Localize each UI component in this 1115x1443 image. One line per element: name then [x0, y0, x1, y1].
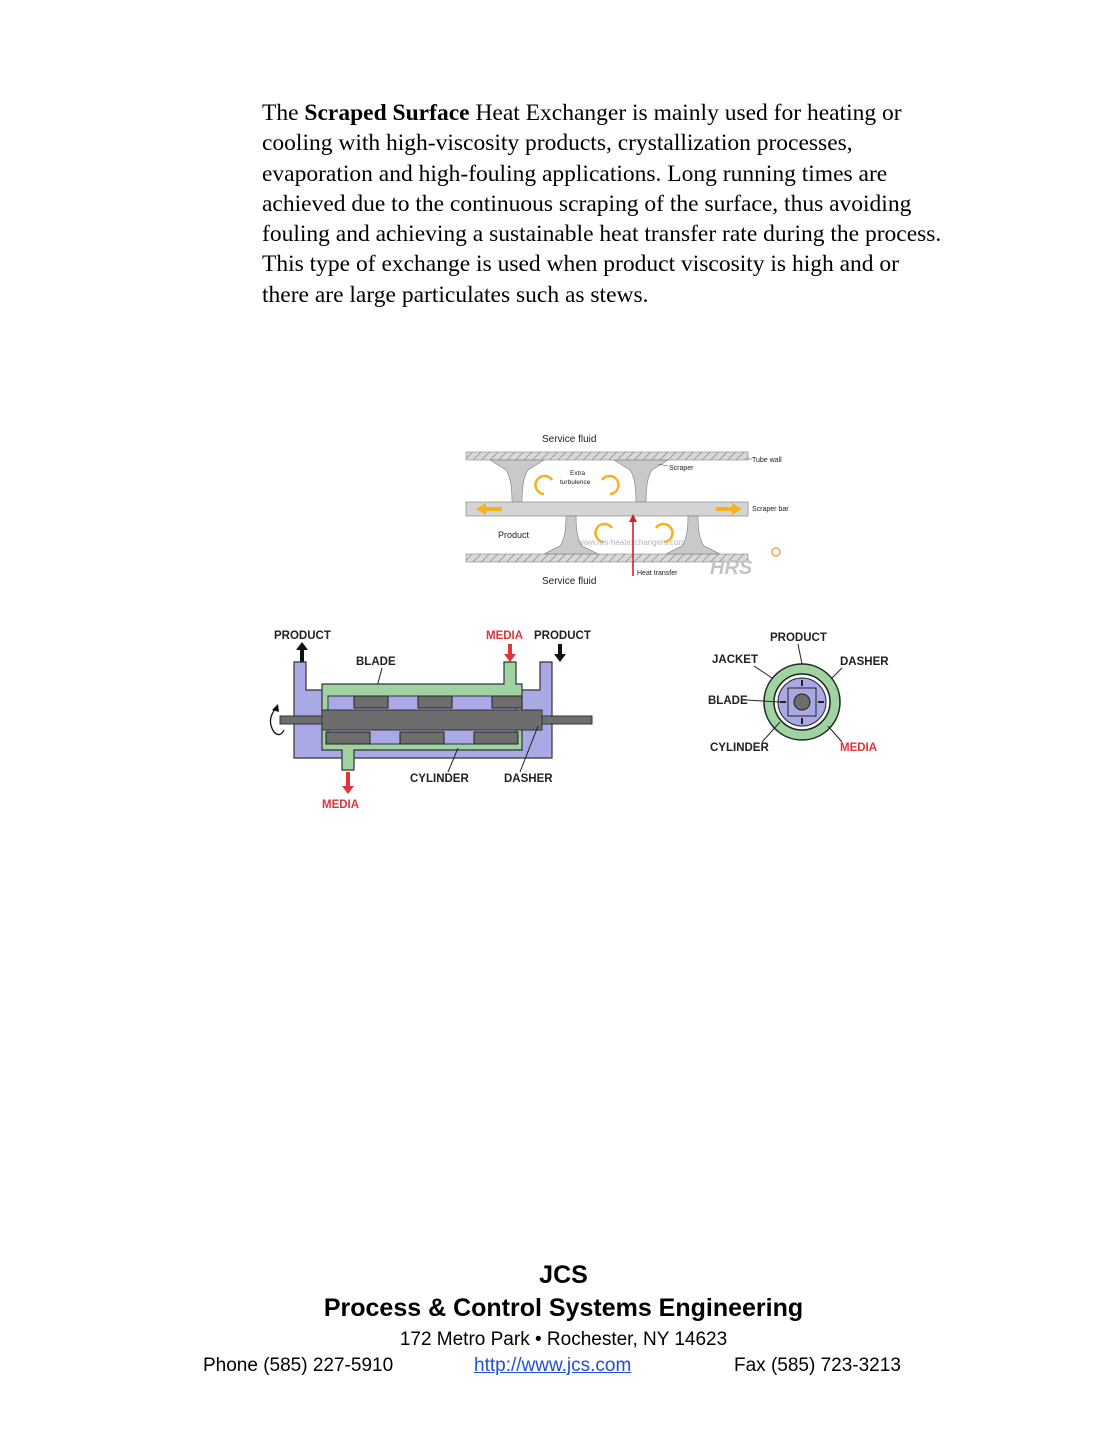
heat-transfer-arrowhead: [629, 514, 637, 522]
dasher-leader: [519, 725, 539, 773]
cross-blade-label: BLADE: [708, 695, 748, 707]
intro-body: Heat Exchanger is mainly used for heatin…: [262, 100, 942, 308]
media-out-arrow: [342, 772, 354, 794]
company-address: 172 Metro Park • Rochester, NY 14623: [399, 1329, 728, 1350]
blade-upper-3: [491, 695, 523, 709]
heat-transfer-label: Heat transfer: [637, 570, 678, 577]
blade-lower-2: [399, 731, 445, 745]
cross-blades: [780, 680, 824, 724]
blade-lower-1: [325, 731, 371, 745]
tube-wall-bottom: [465, 553, 749, 563]
extra-turbulence-label-2: turbulence: [560, 479, 591, 486]
contact-line: Phone (585) 227-5910 http://www.jcs.com …: [0, 1353, 1115, 1379]
cross-media-label: MEDIA: [840, 742, 877, 754]
cross-dasher-body: [787, 687, 817, 717]
scraper-bar-arrow-right: [716, 503, 742, 515]
cross-section-diagram: PRODUCT JACKET DASHER BLADE CYLINDER MED…: [708, 632, 889, 754]
cross-cylinder-leader: [761, 721, 781, 743]
turbulence-swirl-upper-right: [600, 474, 620, 496]
rotation-arrowhead-icon: [272, 704, 279, 712]
blade-label: BLADE: [356, 656, 396, 668]
blade-lower-3: [473, 731, 519, 745]
product-in-arrow: [554, 644, 566, 662]
cross-blade-leader: [745, 699, 781, 703]
scraper-lower-left: [543, 515, 599, 555]
extra-turbulence-label-1: Extra: [570, 470, 586, 477]
hrs-logo-ring: [771, 547, 781, 557]
product-in-label: PRODUCT: [534, 630, 591, 642]
cross-cylinder-label: CYLINDER: [710, 742, 769, 754]
service-fluid-top-label: Service fluid: [542, 434, 596, 445]
tube-wall-top: [465, 451, 749, 461]
cylinder-leader: [447, 747, 459, 773]
cylinder-label: CYLINDER: [410, 773, 469, 785]
hrs-logo: HRS: [710, 557, 753, 579]
blade-upper-2: [417, 695, 453, 709]
scraper-lower-right: [665, 515, 721, 555]
footer: JCS Process & Control Systems Engineerin…: [0, 1258, 1115, 1379]
turbulence-swirl-upper-left: [534, 474, 554, 496]
phone-number: Phone (585) 227-5910: [203, 1355, 394, 1376]
fax-number: Fax (585) 723-3213: [734, 1355, 901, 1376]
media-in-arrow: [504, 644, 516, 662]
cross-jacket-leader: [753, 665, 773, 679]
intro-paragraph: The Scraped Surface Heat Exchanger is ma…: [262, 98, 942, 310]
scraper-bar-label: Scraper bar: [752, 506, 789, 513]
watermark-text: www.hrs-heatexchangers.com: [577, 538, 685, 547]
scraper-label: Scraper: [669, 465, 694, 472]
media-out-label: MEDIA: [322, 799, 359, 811]
cross-dasher-shaft: [793, 693, 811, 711]
scraper-upper-right: [612, 459, 670, 503]
product-out-label: PRODUCT: [274, 630, 331, 642]
dasher-label: DASHER: [504, 773, 553, 785]
turbulence-swirl-lower-right: [654, 522, 674, 544]
intro-lead: The: [262, 100, 305, 126]
blade-upper-1: [353, 695, 389, 709]
scraper-bar-arrow-left: [476, 503, 502, 515]
cross-product-label: PRODUCT: [770, 632, 827, 644]
hrs-scraper-diagram: Service fluid Tube wall Scraper Extra tu…: [465, 434, 789, 587]
scraper-leader: [657, 463, 669, 467]
company-division: Process & Control Systems Engineering: [323, 1294, 804, 1322]
tube-wall-label: Tube wall: [752, 457, 782, 464]
cross-jacket-label: JACKET: [712, 654, 758, 666]
product-out-arrow: [296, 642, 308, 662]
media-in-label: MEDIA: [486, 630, 523, 642]
cross-dasher-label: DASHER: [840, 656, 889, 668]
cross-media-leader: [827, 725, 843, 743]
company-name: JCS: [539, 1261, 588, 1289]
service-fluid-bottom-label: Service fluid: [542, 576, 596, 587]
website-link[interactable]: http://www.jcs.com: [474, 1355, 632, 1376]
intro-bold-term: Scraped Surface: [304, 100, 470, 126]
turbulence-swirl-lower-left: [594, 522, 614, 544]
side-view-diagram: PRODUCT MEDIA PRODUCT BLADE CYLINDER DAS…: [269, 630, 593, 811]
rotation-icon: [269, 707, 285, 736]
dasher-body: [321, 709, 543, 731]
scraper-bar: [465, 501, 749, 517]
product-label: Product: [498, 530, 530, 540]
